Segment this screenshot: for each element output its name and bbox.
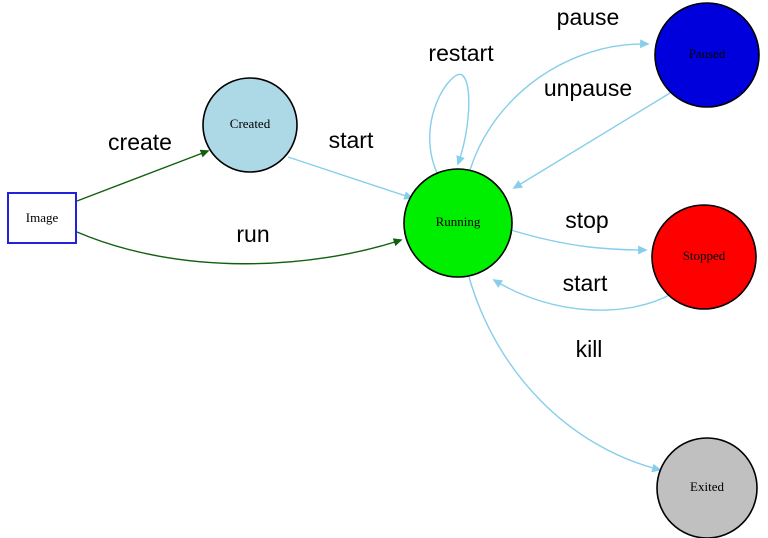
node-running[interactable]: Running	[403, 168, 513, 278]
edge-label-stop: stop	[565, 207, 608, 233]
edge-start-created-path	[287, 156, 414, 200]
node-created[interactable]: Created	[202, 77, 298, 173]
node-image[interactable]: Image	[7, 192, 77, 244]
nodes-layer: Image Created Running Paused Stopped	[7, 2, 760, 538]
node-stopped-shape	[651, 204, 757, 310]
edge-stop-path	[510, 229, 648, 255]
node-created-label: Created	[230, 116, 271, 131]
edge-start-stopped[interactable]: start	[492, 270, 674, 311]
edge-create-path	[76, 149, 210, 202]
node-created-shape	[202, 77, 298, 173]
node-running-label: Running	[436, 214, 481, 229]
edge-stop[interactable]: stop	[510, 207, 648, 255]
edge-pause[interactable]: pause	[469, 4, 650, 171]
edge-label-run: run	[236, 221, 269, 247]
edge-unpause[interactable]: unpause	[512, 75, 671, 189]
node-paused[interactable]: Paused	[654, 2, 760, 108]
node-running-shape	[403, 168, 513, 278]
edge-label-create: create	[108, 129, 172, 155]
edge-restart[interactable]: restart	[428, 40, 494, 174]
edge-label-restart: restart	[428, 40, 494, 66]
node-paused-shape	[654, 2, 760, 108]
edge-run[interactable]: run	[76, 221, 403, 265]
edge-label-pause: pause	[557, 4, 620, 30]
edge-label-start-created: start	[329, 127, 374, 153]
edge-unpause-path	[512, 92, 671, 189]
edge-kill[interactable]: kill	[468, 276, 662, 473]
node-stopped-label: Stopped	[683, 248, 726, 263]
edge-label-unpause: unpause	[544, 75, 632, 101]
edge-pause-path	[469, 39, 650, 171]
edge-start-stopped-path	[492, 279, 674, 311]
node-exited[interactable]: Exited	[656, 437, 758, 538]
node-stopped[interactable]: Stopped	[651, 204, 757, 310]
node-image-label: Image	[26, 210, 59, 225]
node-paused-label: Paused	[689, 46, 726, 61]
edges-layer: create run start restart pause	[76, 4, 674, 473]
edge-run-path	[76, 231, 403, 265]
edge-kill-path	[468, 276, 662, 473]
edge-label-kill: kill	[576, 336, 603, 362]
edge-start-created[interactable]: start	[287, 127, 414, 200]
edge-restart-path	[429, 73, 470, 174]
edge-create[interactable]: create	[76, 129, 210, 202]
node-exited-label: Exited	[690, 479, 724, 494]
node-image-shape	[7, 192, 77, 244]
node-exited-shape	[656, 437, 758, 538]
edge-label-start-stopped: start	[563, 270, 608, 296]
